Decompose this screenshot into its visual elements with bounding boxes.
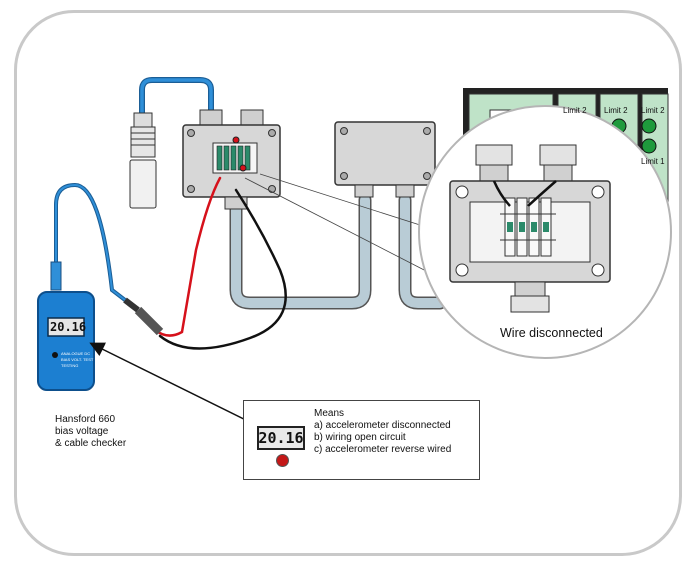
device-label-line-2: bias voltage xyxy=(55,426,109,437)
device-panel-text-2: BIAS VOLT. TEST xyxy=(61,357,94,362)
junction-box-enclosure xyxy=(334,121,436,198)
device-display-reading: 20.16 xyxy=(50,320,87,334)
panel-label-limit-d: Limit 1 xyxy=(641,157,665,166)
device-panel-text-1: ANALOGUE DC xyxy=(61,351,91,356)
means-item-a: a) accelerometer disconnected xyxy=(314,420,451,431)
means-title: Means xyxy=(314,408,345,419)
callout-label: Wire disconnected xyxy=(500,326,603,340)
device-panel-text-3: TESTING xyxy=(61,363,79,368)
junction-box-main xyxy=(182,109,281,210)
checker-cable xyxy=(54,182,164,336)
device-label: Hansford 660 bias voltage & cable checke… xyxy=(55,414,126,450)
means-item-c: c) accelerometer reverse wired xyxy=(314,444,452,455)
means-display-reading: 20.16 xyxy=(257,426,305,450)
means-red-led xyxy=(276,454,289,467)
means-item-b: b) wiring open circuit xyxy=(314,432,406,443)
zoom-callout xyxy=(418,105,672,359)
accelerometer-connector xyxy=(129,112,157,209)
panel-label-limit-a: Limit 2 xyxy=(563,106,587,115)
panel-label-limit-b: Limit 2 xyxy=(604,106,628,115)
callout-line-2 xyxy=(244,177,431,274)
hansford-660-device xyxy=(37,261,95,391)
panel-label-limit-c: Limit 2 xyxy=(641,106,665,115)
test-leads xyxy=(153,176,287,350)
accelerometer-cable xyxy=(139,77,214,115)
means-legend-box: 20.16 Means a) accelerometer disconnecte… xyxy=(243,400,480,480)
device-label-line-3: & cable checker xyxy=(55,438,127,449)
callout-line-1 xyxy=(259,173,421,226)
limit-led-3 xyxy=(641,118,657,134)
conduits xyxy=(229,193,447,310)
limit-led-4 xyxy=(641,138,657,154)
device-label-line-1: Hansford 660 xyxy=(55,414,116,425)
